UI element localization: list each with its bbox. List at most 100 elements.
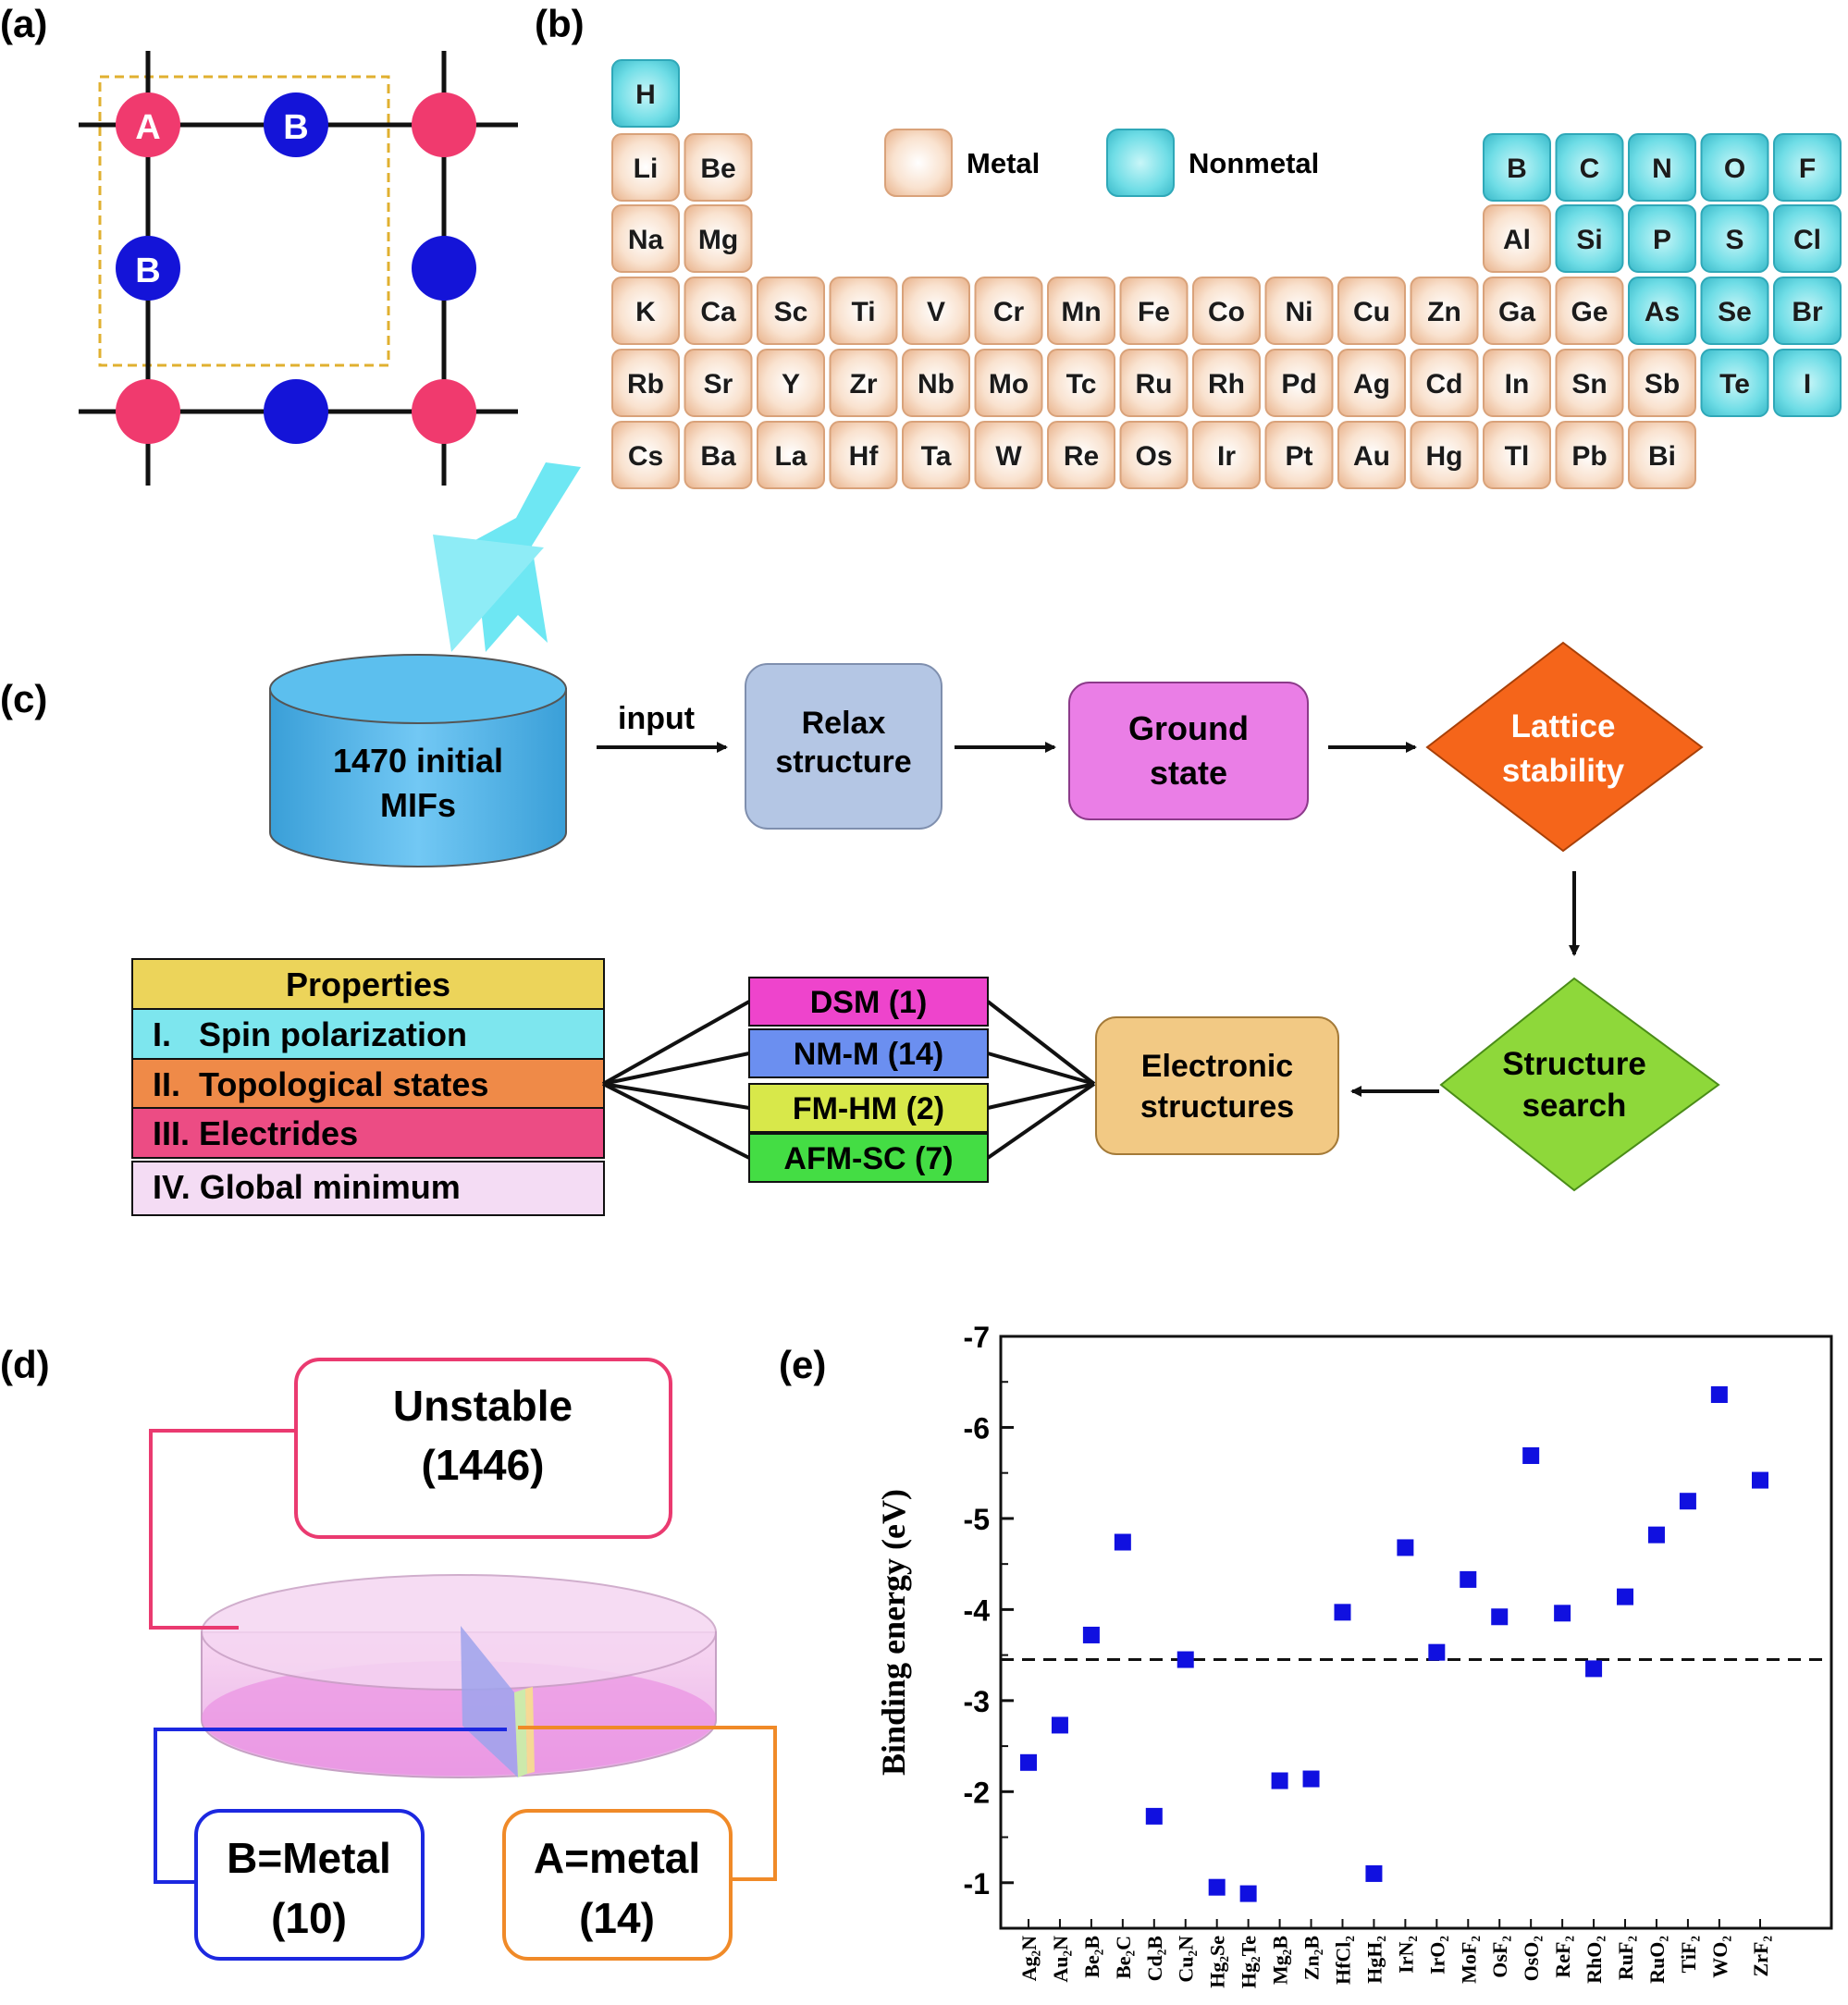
- element-cell-na: [611, 204, 680, 273]
- data-point-21: [1679, 1493, 1696, 1510]
- element-cell-cd: [1410, 349, 1479, 417]
- a-metal-label-line2: (14): [579, 1894, 655, 1942]
- element-cell-te: [1700, 349, 1769, 417]
- property-label: II. Topological states: [153, 1065, 488, 1103]
- element-symbol: B: [1507, 154, 1527, 184]
- element-cell-as: [1628, 277, 1696, 345]
- x-tick-label: Ag₂N: [1017, 1936, 1041, 1981]
- element-symbol: Na: [628, 225, 664, 255]
- data-point-19: [1617, 1588, 1634, 1605]
- property-row: [131, 958, 605, 1010]
- element-symbol: Nb: [918, 369, 955, 400]
- data-point-22: [1710, 1386, 1728, 1404]
- element-cell-ir: [1192, 421, 1261, 489]
- data-point-9: [1302, 1770, 1320, 1788]
- element-symbol: F: [1799, 154, 1816, 184]
- class-to-properties-line: [602, 1082, 750, 1110]
- data-point-15: [1491, 1608, 1509, 1626]
- data-point-23: [1752, 1471, 1768, 1489]
- unit-cell-outline: [98, 75, 390, 367]
- plot-frame: [999, 1335, 1833, 1930]
- element-cell-la: [757, 421, 825, 489]
- element-symbol: Ge: [1571, 297, 1608, 327]
- element-symbol: Hf: [849, 441, 880, 472]
- a-metal-slice-green: [514, 1689, 527, 1777]
- element-cell-ti: [829, 277, 898, 345]
- element-symbol: Tc: [1066, 369, 1097, 400]
- element-symbol: Pb: [1571, 441, 1607, 472]
- unstable-connector: [149, 1429, 298, 1630]
- database-label-line2: MIFs: [380, 786, 456, 824]
- unstable-box: [294, 1358, 672, 1539]
- data-point-0: [1020, 1753, 1037, 1771]
- class-to-properties-line: [602, 1052, 750, 1086]
- element-symbol: Sr: [704, 369, 733, 400]
- site-a-atom: [412, 379, 476, 444]
- element-cell-h: [611, 59, 680, 128]
- panel-label-e: (e): [779, 1343, 826, 1386]
- lattice-label-line2: stability: [1502, 753, 1625, 789]
- element-symbol: Ti: [851, 297, 875, 327]
- data-point-1: [1051, 1716, 1068, 1734]
- element-symbol: Fe: [1138, 297, 1170, 327]
- element-symbol: Se: [1718, 297, 1752, 327]
- element-symbol: W: [995, 441, 1022, 472]
- x-tick-label: Cd₂B: [1143, 1936, 1166, 1982]
- property-row: [131, 1107, 605, 1159]
- element-symbol: Re: [1064, 441, 1099, 472]
- element-symbol: Zn: [1427, 297, 1461, 327]
- site-b-label: B: [283, 108, 308, 147]
- data-point-8: [1271, 1772, 1288, 1790]
- element-symbol: Ru: [1136, 369, 1173, 400]
- a-metal-slice-yellow: [525, 1687, 535, 1774]
- data-point-14: [1460, 1570, 1477, 1588]
- unstable-label-line2: (1446): [422, 1441, 545, 1489]
- panel-label-d: (d): [0, 1343, 50, 1386]
- ground-state-box: [1068, 682, 1309, 820]
- data-point-11: [1365, 1864, 1383, 1882]
- x-tick-label: WO₂: [1708, 1936, 1731, 1978]
- element-cell-ni: [1264, 277, 1334, 345]
- element-cell-s: [1700, 204, 1769, 273]
- input-label: input: [618, 701, 695, 736]
- element-cell-rh: [1192, 349, 1261, 417]
- data-point-2: [1082, 1626, 1100, 1643]
- element-symbol: Cs: [628, 441, 663, 472]
- x-tick-label: OsO₂: [1520, 1936, 1543, 1982]
- element-legend: Metal Nonmetal: [884, 129, 1319, 197]
- lattice-diagram: A B B: [79, 51, 518, 486]
- element-symbol: La: [774, 441, 807, 472]
- element-cell-cs: [611, 421, 680, 489]
- class-label: NM-M (14): [794, 1037, 943, 1072]
- y-tick-label: -2: [964, 1776, 990, 1809]
- element-symbol: Te: [1719, 369, 1750, 400]
- element-symbol: Co: [1208, 297, 1245, 327]
- site-a-atom: [412, 92, 476, 157]
- element-symbol: Ta: [921, 441, 952, 472]
- data-point-13: [1428, 1643, 1446, 1661]
- element-cell-ag: [1337, 349, 1406, 417]
- x-tick-label: ReF₂: [1551, 1936, 1574, 1978]
- class-to-electronic-line: [987, 1082, 1095, 1110]
- element-cell-ba: [684, 421, 753, 489]
- element-cell-se: [1700, 277, 1769, 345]
- cyan-arrow-head: [433, 535, 544, 652]
- element-symbol: C: [1580, 154, 1600, 184]
- element-symbol: Cl: [1793, 225, 1821, 255]
- element-cell-i: [1773, 349, 1842, 417]
- lattice-stability-diamond: [1425, 641, 1704, 853]
- x-tick-label: Cu₂N: [1175, 1936, 1198, 1983]
- property-label: III. Electrides: [153, 1114, 358, 1152]
- element-symbol: Pd: [1281, 369, 1316, 400]
- element-symbol: In: [1505, 369, 1530, 400]
- b-metal-label-line2: (10): [271, 1894, 347, 1942]
- a-metal-box: [502, 1809, 733, 1961]
- element-cell-be: [684, 133, 753, 202]
- metal-swatch: [884, 129, 953, 197]
- element-symbol: Ag: [1353, 369, 1390, 400]
- element-symbol: Rh: [1208, 369, 1245, 400]
- class-to-properties-line: [602, 1082, 750, 1160]
- stability-disk-diagram: Unstable (1446) B=Metal (10) A=metal (14…: [149, 1358, 777, 1961]
- site-b-atom: [264, 92, 328, 157]
